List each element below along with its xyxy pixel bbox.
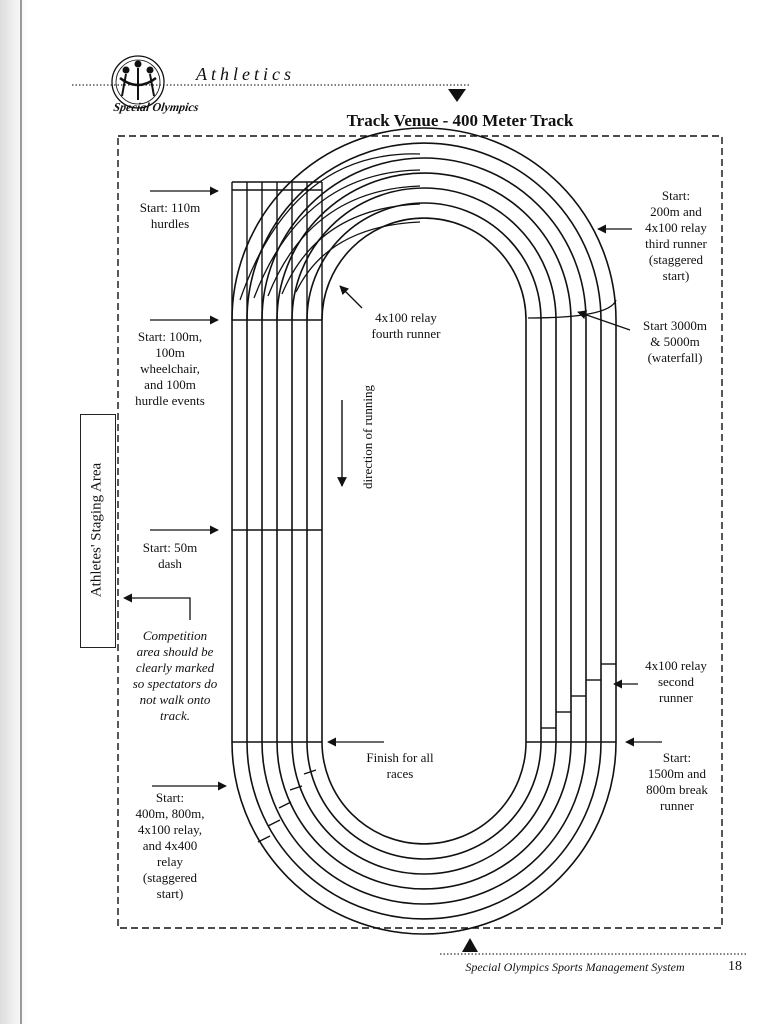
lane-line-7 [231, 127, 617, 935]
track-lanes [231, 127, 617, 935]
label-start-400m: Start: 400m, 800m, 4x100 relay, and 4x40… [135, 790, 205, 901]
label-start-50m: Start: 50m dash [142, 540, 198, 571]
header-down-triangle [448, 89, 466, 102]
stagger-ticks-second-runner [541, 663, 616, 729]
label-start-1500m: Start: 1500m and 800m break runner [646, 750, 708, 813]
arrow-staging-area [123, 593, 191, 620]
label-competition-note: Competition area should be clearly marke… [132, 628, 218, 723]
staging-area-box [80, 414, 116, 648]
logo-wordmark: Special Olympics [112, 100, 200, 114]
label-start-100m: Start: 100m, 100m wheelchair, and 100m h… [135, 329, 205, 408]
label-start-200m: Start: 200m and 4x100 relay third runner… [645, 188, 707, 283]
staging-area-label: Athletes' Staging Area [88, 462, 105, 598]
page-binding-shadow [0, 0, 28, 1024]
arrow-relay-fourth [339, 285, 363, 309]
section-title: Athletics [196, 64, 295, 84]
stagger-ticks-400m [257, 769, 317, 843]
page-binding-edge [20, 0, 22, 1024]
start-finish-lines [232, 319, 616, 743]
special-olympics-logo-icon [111, 55, 165, 109]
competition-boundary [117, 135, 723, 929]
label-relay-fourth-runner: 4x100 relay fourth runner [371, 310, 441, 341]
lane-line-5 [261, 157, 587, 905]
label-relay-second-runner: 4x100 relay second runner [645, 658, 707, 705]
staggered-curve-200m [239, 153, 617, 319]
arrow-3000m [577, 310, 631, 331]
diagram-title: Track Venue - 400 Meter Track [346, 111, 574, 130]
label-finish: Finish for all races [366, 750, 434, 781]
lane-line-6 [246, 142, 602, 920]
label-start-3000m: Start 3000m & 5000m (waterfall) [643, 318, 707, 365]
direction-label: direction of running [360, 385, 375, 489]
hurdle-straight-extension [231, 181, 323, 320]
page-number: 18 [728, 959, 742, 974]
footer-system-name: Special Olympics Sports Management Syste… [465, 960, 685, 974]
label-start-110m-hurdles: Start: 110m hurdles [139, 200, 201, 231]
footer-up-triangle [462, 938, 478, 952]
